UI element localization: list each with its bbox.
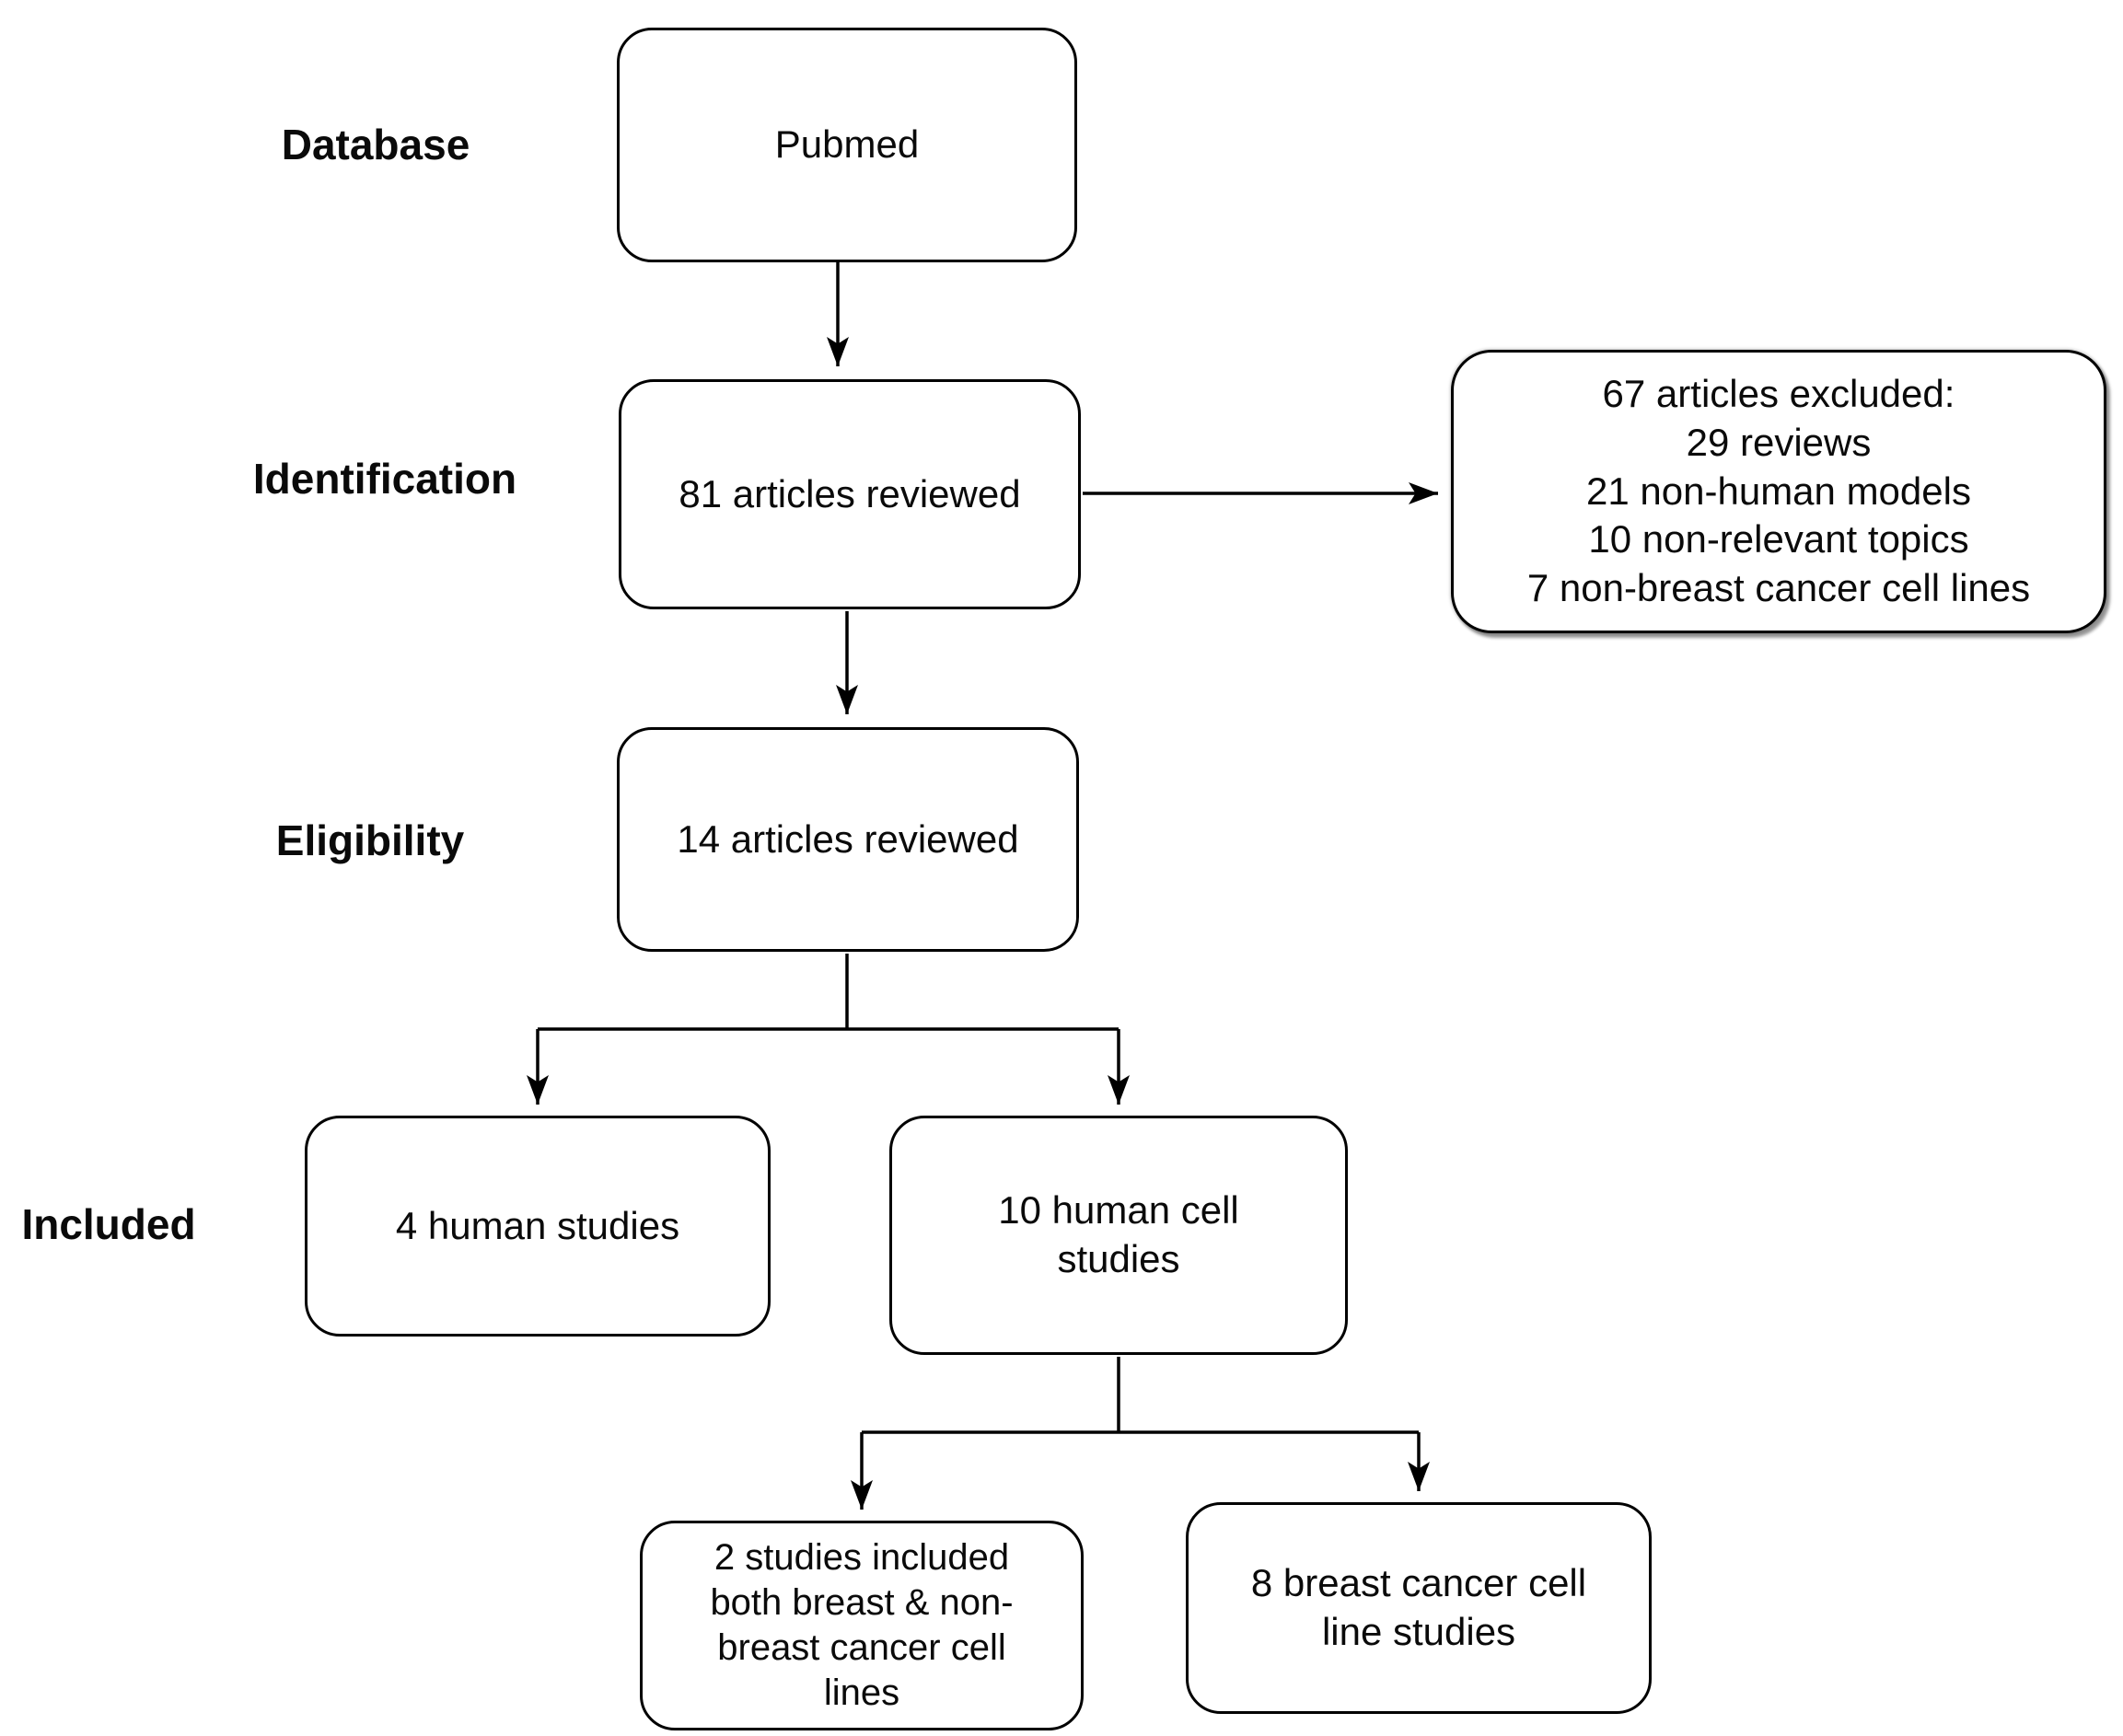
node-articles-reviewed-81-text: 81 articles reviewed	[679, 471, 1021, 515]
node-articles-reviewed-81: 81 articles reviewed	[619, 379, 1081, 609]
node-articles-reviewed-14: 14 articles reviewed	[617, 727, 1079, 952]
node-articles-excluded-line: 7 non-breast cancer cell lines	[1526, 566, 2031, 610]
node-both-breast-nonbreast-2-line: lines	[823, 1672, 900, 1714]
stage-label-identification: Identification	[252, 455, 517, 503]
node-both-breast-nonbreast-2: 2 studies included both breast & non- br…	[640, 1521, 1084, 1730]
node-pubmed-text: Pubmed	[774, 122, 920, 167]
node-breast-cell-line-8-line: 8 breast cancer cell	[1250, 1561, 1587, 1605]
node-both-breast-nonbreast-2-line: breast cancer cell	[717, 1627, 1006, 1668]
node-articles-excluded-line: 10 non-relevant topics	[1588, 517, 1969, 561]
stage-label-eligibility: Eligibility	[275, 816, 465, 864]
node-articles-excluded-line: 67 articles excluded:	[1602, 371, 1955, 415]
node-human-studies-4: 4 human studies	[305, 1116, 771, 1337]
stage-label-database: Database	[281, 121, 470, 168]
node-human-cell-studies-10-line: studies	[1057, 1237, 1180, 1280]
node-both-breast-nonbreast-2-line: both breast & non-	[710, 1581, 1014, 1623]
node-pubmed: Pubmed	[617, 28, 1077, 262]
node-human-cell-studies-10-line: 10 human cell	[998, 1188, 1239, 1233]
stage-label-included: Included	[21, 1200, 196, 1248]
node-articles-excluded-line: 29 reviews	[1686, 420, 1872, 464]
node-articles-excluded: 67 articles excluded: 29 reviews 21 non-…	[1451, 350, 2106, 633]
node-articles-reviewed-14-text: 14 articles reviewed	[677, 816, 1019, 861]
node-articles-excluded-line: 21 non-human models	[1586, 469, 1971, 513]
node-human-cell-studies-10: 10 human cell studies	[889, 1116, 1348, 1355]
node-breast-cell-line-8: 8 breast cancer cell line studies	[1186, 1502, 1652, 1714]
node-breast-cell-line-8-line: line studies	[1321, 1610, 1516, 1653]
node-human-studies-4-text: 4 human studies	[395, 1203, 680, 1247]
node-both-breast-nonbreast-2-line: 2 studies included	[713, 1536, 1010, 1578]
